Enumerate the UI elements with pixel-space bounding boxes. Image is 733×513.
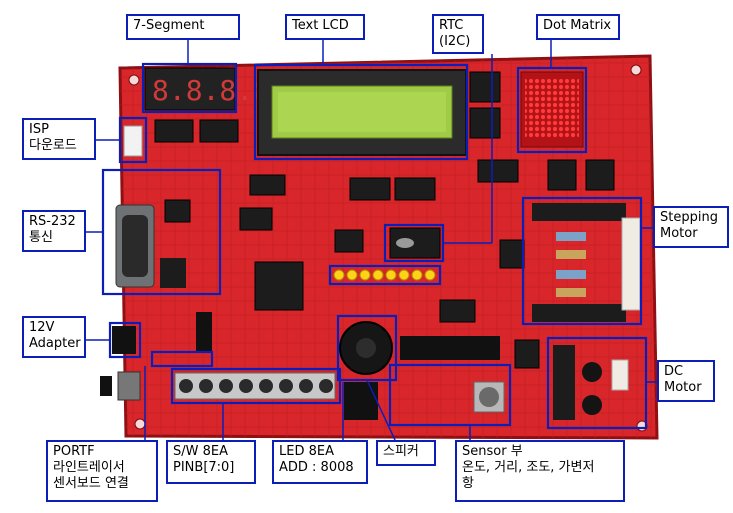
label-isp-line1: ISP (29, 122, 49, 137)
label-speaker-text: 스피커 (383, 444, 419, 459)
label-sw-line1: S/W 8EA (173, 444, 228, 459)
stepping-motor-area (532, 203, 641, 322)
dot-matrix-display (520, 71, 584, 148)
label-rs232-line1: RS-232 (29, 214, 76, 229)
text-lcd-module (257, 69, 467, 156)
label-12v-line1: 12V (29, 320, 55, 335)
label-isp: ISP 다운로드 (22, 118, 96, 160)
label-sensor-line2: 온도, 거리, 조도, 가변저 (462, 460, 595, 475)
label-text-lcd: Text LCD (285, 14, 365, 40)
speaker (339, 321, 393, 375)
sensor-potentiometer (473, 381, 505, 413)
label-sensor-line3: 항 (462, 476, 474, 491)
label-sensor: Sensor 부 온도, 거리, 조도, 가변저 항 (455, 440, 625, 502)
label-rs232-line2: 통신 (29, 230, 53, 245)
label-stepping-motor: Stepping Motor (653, 206, 729, 248)
label-switches: S/W 8EA PINB[7:0] (166, 440, 256, 484)
label-seven-segment-text: 7-Segment (133, 18, 205, 33)
label-sensor-line1: Sensor 부 (462, 444, 523, 459)
label-seven-segment: 7-Segment (126, 14, 240, 40)
rs232-connector (115, 204, 186, 288)
label-12v-adapter: 12V Adapter (22, 316, 86, 358)
label-rs232: RS-232 통신 (22, 210, 86, 252)
label-dc-line2: Motor (664, 380, 702, 395)
label-dot-matrix: Dot Matrix (536, 14, 620, 40)
label-led-line1: LED 8EA (279, 444, 334, 459)
label-portf-line2: 라인트레이서 (53, 460, 125, 475)
label-sw-line2: PINB[7:0] (173, 460, 235, 475)
label-portf-line1: PORTF (53, 444, 95, 459)
label-portf: PORTF 라인트레이서 센서보드 연결 (46, 440, 158, 502)
label-leds: LED 8EA ADD : 8008 (272, 440, 368, 484)
callout-boxes (101, 62, 648, 430)
label-stepping-line1: Stepping (660, 210, 718, 225)
label-stepping-line2: Motor (660, 226, 698, 241)
rtc-chip (389, 227, 441, 259)
label-rtc-line2: (I2C) (439, 34, 471, 49)
label-dot-matrix-text: Dot Matrix (543, 18, 612, 33)
dc-motor-area (553, 345, 629, 420)
label-dc-line1: DC (664, 364, 684, 379)
label-dc-motor: DC Motor (657, 360, 715, 402)
pin-headers (196, 312, 500, 420)
label-rtc: RTC (I2C) (432, 14, 484, 54)
isp-connector (123, 125, 143, 157)
callout-lines (86, 40, 657, 441)
label-12v-line2: Adapter (29, 336, 81, 351)
label-speaker: 스피커 (376, 440, 436, 466)
label-rtc-line1: RTC (439, 18, 464, 33)
label-isp-line2: 다운로드 (29, 138, 77, 153)
power-jack (100, 326, 141, 401)
ic-chips (154, 71, 615, 369)
push-switches (174, 372, 336, 400)
label-led-line2: ADD : 8008 (279, 460, 354, 475)
label-portf-line3: 센서보드 연결 (53, 476, 129, 491)
led-row (333, 269, 436, 281)
label-text-lcd-text: Text LCD (292, 18, 349, 33)
